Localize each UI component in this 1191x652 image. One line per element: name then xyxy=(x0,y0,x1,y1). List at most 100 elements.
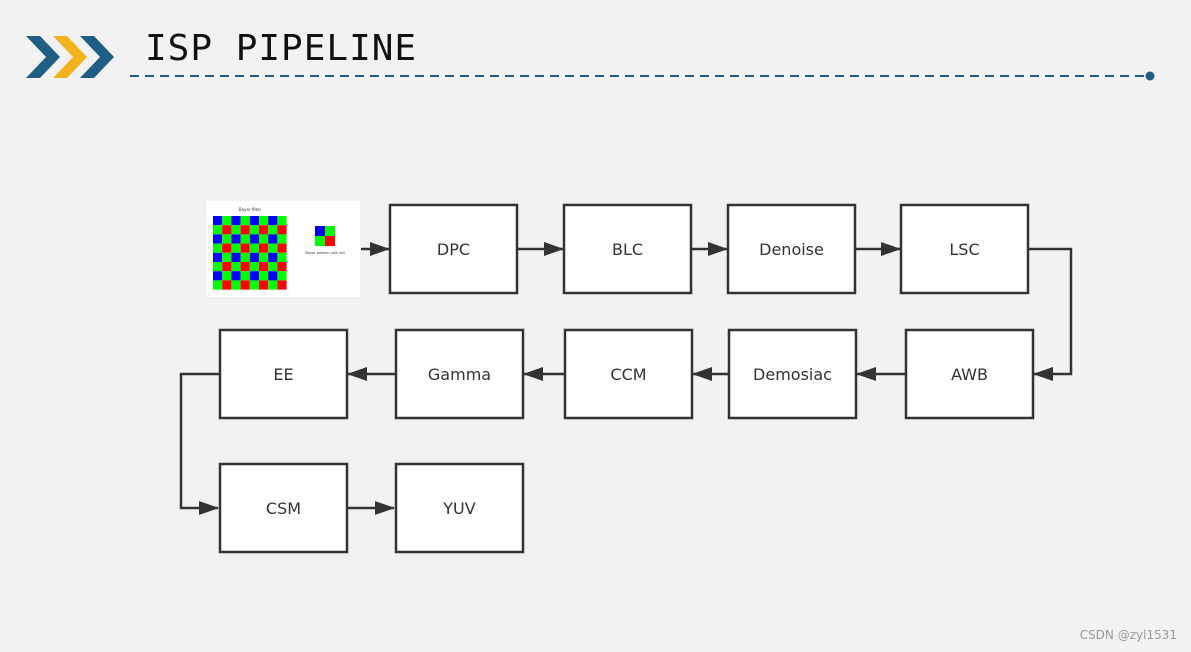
node-demosiac-label: Demosiac xyxy=(753,365,832,384)
bayer-pixel xyxy=(259,225,269,235)
bayer-pixel xyxy=(240,216,250,226)
bayer-pixel xyxy=(222,243,232,253)
node-blc: BLC xyxy=(562,203,693,295)
bayer-pixel xyxy=(277,216,287,226)
node-lsc: LSC xyxy=(899,203,1030,295)
bayer-pixel xyxy=(213,225,223,235)
bayer-pixel xyxy=(240,234,250,244)
bayer-pixel xyxy=(240,271,250,281)
bayer-pixel xyxy=(231,225,241,235)
bayer-pixel xyxy=(277,225,287,235)
node-yuv: YUV xyxy=(394,462,525,554)
node-denoise: Denoise xyxy=(726,203,857,295)
node-gamma: Gamma xyxy=(394,328,525,420)
bayer-pixel xyxy=(213,243,223,253)
bayer-pixel xyxy=(259,243,269,253)
bayer-pixel xyxy=(259,280,269,290)
bayer-pixel xyxy=(222,280,232,290)
bayer-pattern-image: Bayer filter Bayer pattern unit cell xyxy=(206,201,360,297)
bayer-pixel xyxy=(231,280,241,290)
bayer-pixel xyxy=(249,225,259,235)
bayer-pixel xyxy=(277,252,287,262)
bayer-pixel xyxy=(259,271,269,281)
bayer-pixel xyxy=(231,262,241,272)
bayer-pixel xyxy=(213,262,223,272)
bayer-pixel xyxy=(213,271,223,281)
bayer-pixel xyxy=(268,243,278,253)
bayer-grid xyxy=(213,216,287,290)
bayer-pixel xyxy=(268,271,278,281)
bayer-pixel xyxy=(231,234,241,244)
bayer-pixel xyxy=(249,262,259,272)
bayer-pixel xyxy=(249,252,259,262)
node-ccm: CCM xyxy=(563,328,694,420)
bayer-pixel xyxy=(249,234,259,244)
bayer-pixel xyxy=(213,280,223,290)
bayer-pixel xyxy=(222,262,232,272)
bayer-pixel xyxy=(231,252,241,262)
bayer-pixel xyxy=(231,216,241,226)
page-title: ISP PIPELINE xyxy=(145,28,418,69)
node-gamma-label: Gamma xyxy=(428,365,491,384)
node-ccm-label: CCM xyxy=(610,365,646,384)
chevron-logo-icon xyxy=(26,36,114,78)
bayer-caption: Bayer pattern unit cell xyxy=(305,251,344,255)
bayer-title: Bayer filter xyxy=(239,207,262,212)
bayer-pixel xyxy=(268,234,278,244)
bayer-pixel xyxy=(240,225,250,235)
node-csm-label: CSM xyxy=(266,499,301,518)
node-lsc-label: LSC xyxy=(949,240,979,259)
edge-ee-csm xyxy=(179,372,219,515)
bayer-pixel xyxy=(277,262,287,272)
bayer-unit-pixel xyxy=(325,236,335,246)
bayer-pixel xyxy=(213,234,223,244)
bayer-pixel xyxy=(259,234,269,244)
node-ee: EE xyxy=(218,328,349,420)
bayer-pixel xyxy=(249,216,259,226)
bayer-pixel xyxy=(240,280,250,290)
bayer-pixel xyxy=(249,243,259,253)
node-demosiac: Demosiac xyxy=(727,328,858,420)
bayer-pixel xyxy=(277,234,287,244)
bayer-pixel xyxy=(268,280,278,290)
bayer-pixel xyxy=(259,216,269,226)
bayer-pixel xyxy=(213,216,223,226)
bayer-pixel xyxy=(240,243,250,253)
chevron-dark-left xyxy=(26,36,60,78)
bayer-pixel xyxy=(231,243,241,253)
node-ee-label: EE xyxy=(273,365,293,384)
node-awb-label: AWB xyxy=(951,365,988,384)
pipeline-edges xyxy=(179,242,1073,515)
bayer-unit-pixel xyxy=(315,226,325,236)
node-denoise-label: Denoise xyxy=(759,240,824,259)
node-yuv-label: YUV xyxy=(442,499,475,518)
chevron-dark-right xyxy=(80,36,114,78)
chevron-yellow xyxy=(53,36,87,78)
bayer-pixel xyxy=(249,280,259,290)
watermark: CSDN @zyl1531 xyxy=(1079,628,1177,642)
bayer-pixel xyxy=(277,280,287,290)
bayer-pixel xyxy=(259,262,269,272)
bayer-pixel xyxy=(277,271,287,281)
bayer-pixel xyxy=(268,252,278,262)
bayer-pixel xyxy=(240,252,250,262)
pipeline-nodes: DPC BLC Denoise LSC AWB Demosiac CCM Ga xyxy=(218,203,1035,554)
bayer-pixel xyxy=(268,216,278,226)
node-awb: AWB xyxy=(904,328,1035,420)
bayer-unit-pixel xyxy=(315,236,325,246)
divider-end-dot xyxy=(1145,71,1155,81)
bayer-unit-pixel xyxy=(325,226,335,236)
bayer-unit-cell xyxy=(315,226,335,246)
node-csm: CSM xyxy=(218,462,349,554)
bayer-pixel xyxy=(222,252,232,262)
edge-lsc-awb xyxy=(1029,247,1073,381)
bayer-pixel xyxy=(268,225,278,235)
bayer-pixel xyxy=(231,271,241,281)
bayer-pixel xyxy=(222,234,232,244)
bayer-pixel xyxy=(213,252,223,262)
node-blc-label: BLC xyxy=(612,240,643,259)
bayer-pixel xyxy=(222,271,232,281)
bayer-pixel xyxy=(259,252,269,262)
header-divider xyxy=(130,71,1155,81)
